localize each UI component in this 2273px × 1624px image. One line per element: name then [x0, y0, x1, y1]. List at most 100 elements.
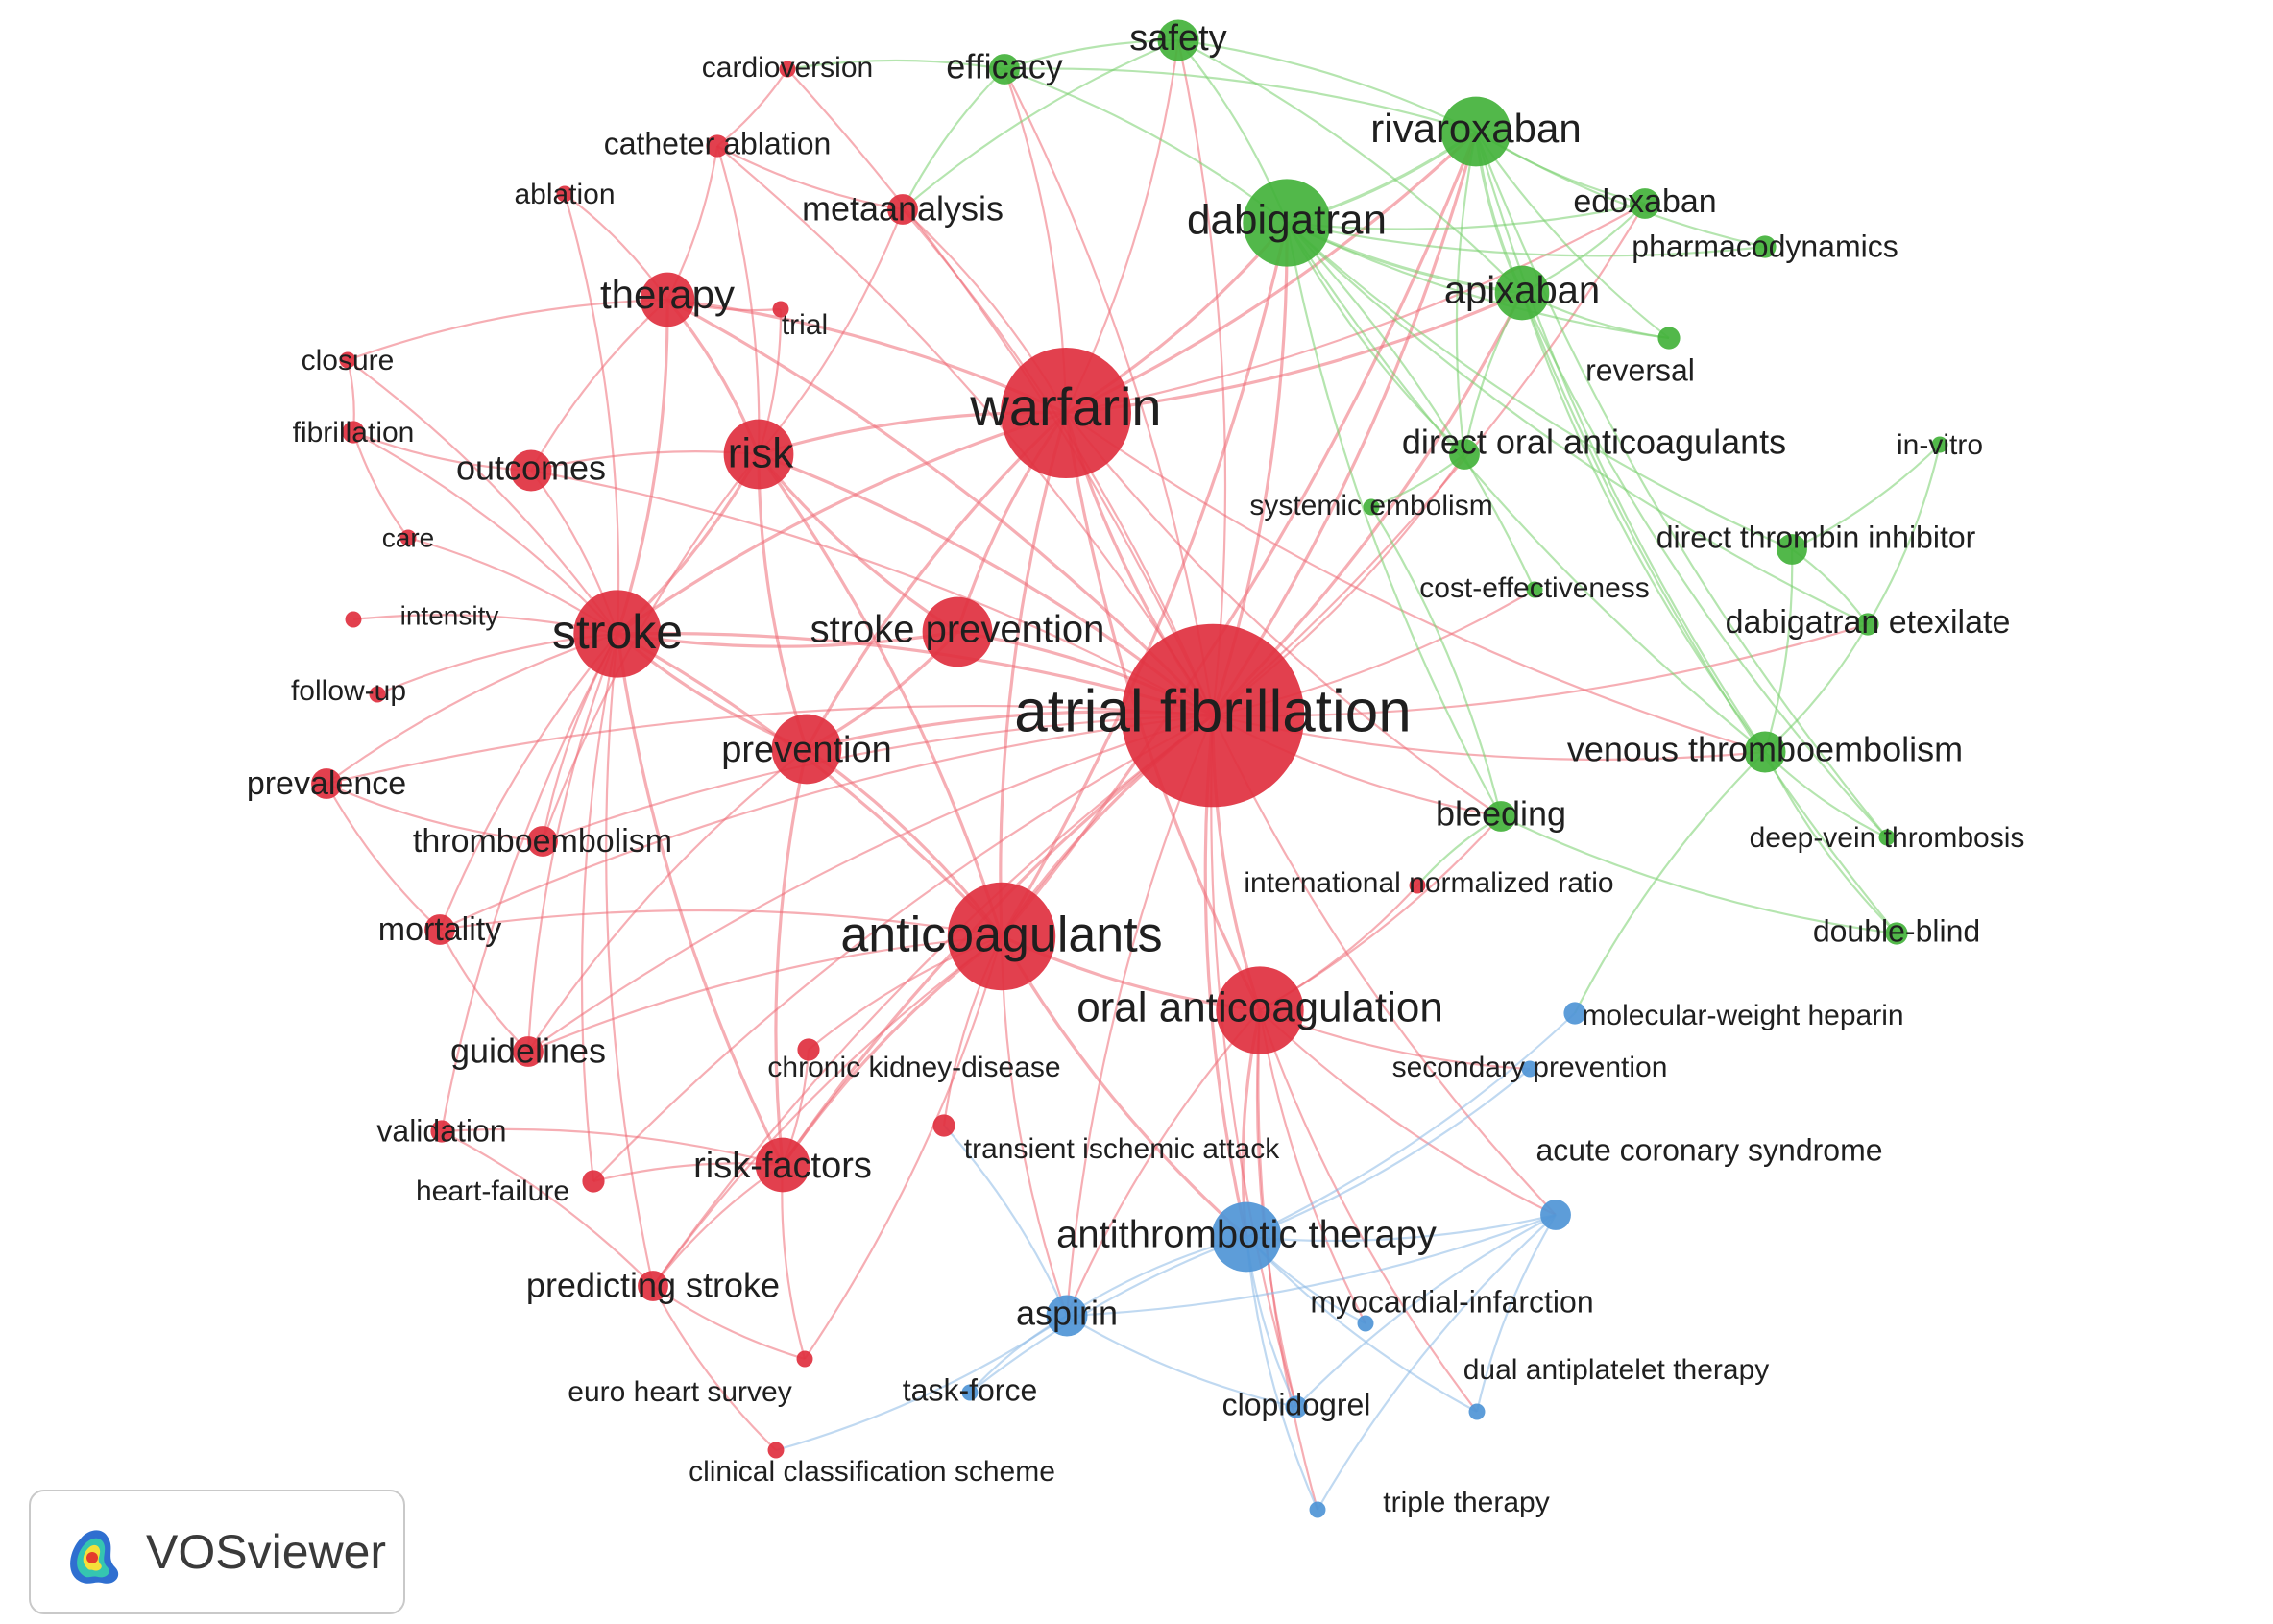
network-link — [1286, 222, 1670, 340]
node-label-validation: validation — [376, 1113, 506, 1148]
network-link — [351, 431, 409, 539]
node-label-edoxaban: edoxaban — [1573, 183, 1716, 220]
network-link — [1370, 506, 1503, 817]
network-link — [1066, 1315, 1297, 1409]
node-cost-effectiveness[interactable] — [1526, 581, 1543, 598]
node-euro-heart-survey[interactable] — [796, 1350, 813, 1368]
node-direct-oral-anticoagulants[interactable] — [1449, 439, 1480, 470]
node-stroke[interactable] — [573, 590, 662, 678]
node-metaanalysis[interactable] — [887, 194, 918, 225]
node-direct-thrombin-inhibitor[interactable] — [1777, 534, 1807, 565]
node-chronic-kidney-disease[interactable] — [797, 1038, 820, 1061]
node-dual-antiplatelet-therapy[interactable] — [1468, 1403, 1486, 1420]
node-fibrillation[interactable] — [342, 421, 365, 444]
node-bleeding[interactable] — [1486, 801, 1516, 832]
node-trial[interactable] — [772, 301, 789, 318]
network-link — [1000, 131, 1478, 938]
node-anticoagulants[interactable] — [947, 882, 1056, 991]
node-label-cost-effectiveness: cost-effectiveness — [1419, 572, 1650, 604]
node-clopidogrel[interactable] — [1285, 1395, 1308, 1418]
network-link — [1295, 1214, 1557, 1408]
node-task-force[interactable] — [961, 1384, 979, 1401]
network-link — [1474, 131, 1888, 838]
network-link — [1245, 1012, 1576, 1238]
node-molecular-weight-heparin[interactable] — [1563, 1002, 1586, 1025]
node-therapy[interactable] — [640, 272, 695, 327]
node-label-rivaroxaban: rivaroxaban — [1370, 106, 1581, 151]
node-stroke-prevention[interactable] — [922, 596, 993, 667]
node-risk[interactable] — [723, 419, 794, 490]
node-closure[interactable] — [339, 351, 356, 369]
node-warfarin[interactable] — [1001, 348, 1131, 478]
node-systemic-embolism[interactable] — [1363, 498, 1380, 516]
network-link — [352, 430, 532, 473]
node-label-dabigatran: dabigatran — [1187, 197, 1387, 244]
network-link — [580, 633, 619, 1182]
node-intensity[interactable] — [345, 611, 362, 628]
node-antithrombotic-therapy[interactable] — [1211, 1201, 1282, 1273]
node-oral-anticoagulation[interactable] — [1216, 966, 1304, 1054]
node-predicting-stroke[interactable] — [638, 1271, 668, 1301]
node-label-bleeding: bleeding — [1436, 794, 1566, 834]
node-label-deep-vein-thrombosis: deep-vein thrombosis — [1750, 822, 2025, 854]
node-triple-therapy[interactable] — [1309, 1501, 1326, 1518]
node-prevalence[interactable] — [311, 768, 342, 799]
node-dabigatran[interactable] — [1243, 179, 1331, 267]
node-label-safety: safety — [1129, 18, 1226, 59]
node-double-blind[interactable] — [1885, 922, 1908, 945]
network-link — [775, 1315, 1068, 1452]
node-rivaroxaban[interactable] — [1440, 96, 1511, 167]
network-link — [666, 298, 1215, 717]
node-outcomes[interactable] — [510, 449, 552, 492]
node-thromboembolism[interactable] — [527, 826, 558, 857]
node-reversal[interactable] — [1657, 327, 1681, 350]
node-acute-coronary-syndrome[interactable] — [1540, 1200, 1571, 1230]
node-in-vitro[interactable] — [1931, 436, 1948, 453]
node-secondary-prevention[interactable] — [1521, 1060, 1538, 1078]
node-mortality[interactable] — [424, 914, 455, 945]
node-label-therapy: therapy — [600, 272, 735, 317]
node-aspirin[interactable] — [1046, 1295, 1088, 1337]
node-guidelines[interactable] — [513, 1036, 544, 1067]
node-atrial-fibrillation[interactable] — [1121, 623, 1305, 808]
network-link — [999, 412, 1068, 937]
node-heart-failure[interactable] — [582, 1170, 605, 1193]
node-international-normalized-ratio[interactable] — [1409, 877, 1426, 894]
node-validation[interactable] — [430, 1120, 453, 1143]
node-pharmacodynamics[interactable] — [1753, 235, 1777, 258]
network-link — [1317, 1214, 1557, 1511]
node-ablation[interactable] — [556, 185, 573, 203]
node-label-myocardial-infarction: myocardial-infarction — [1310, 1284, 1593, 1319]
node-label-ablation: ablation — [514, 179, 615, 210]
node-dabigatran-etexilate[interactable] — [1856, 613, 1879, 636]
node-label-catheter-ablation: catheter ablation — [604, 126, 832, 160]
network-link — [1474, 131, 1766, 753]
node-deep-vein-thrombosis[interactable] — [1878, 829, 1896, 846]
vosviewer-badge[interactable]: VOSviewer — [29, 1490, 405, 1614]
node-care[interactable] — [399, 529, 417, 546]
network-link — [1764, 751, 1898, 934]
network-link — [774, 748, 809, 1166]
network-link — [530, 469, 1214, 716]
node-clinical-classification-scheme[interactable] — [767, 1442, 785, 1459]
network-link — [1286, 222, 1869, 625]
node-follow-up[interactable] — [369, 686, 386, 703]
network-link — [902, 68, 1005, 210]
node-label-direct-thrombin-inhibitor: direct thrombin inhibitor — [1656, 520, 1976, 554]
node-efficacy[interactable] — [989, 54, 1020, 85]
node-label-international-normalized-ratio: international normalized ratio — [1244, 867, 1613, 899]
node-safety[interactable] — [1157, 19, 1199, 61]
node-catheter-ablation[interactable] — [706, 134, 729, 158]
node-label-triple-therapy: triple therapy — [1383, 1487, 1549, 1518]
node-cardioversion[interactable] — [779, 61, 796, 78]
node-label-aspirin: aspirin — [1016, 1294, 1118, 1333]
node-venous-thromboembolism[interactable] — [1744, 731, 1786, 773]
node-risk-factors[interactable] — [755, 1137, 810, 1193]
node-transient-ischemic-attack[interactable] — [932, 1114, 955, 1137]
node-edoxaban[interactable] — [1630, 188, 1660, 219]
node-prevention[interactable] — [771, 714, 842, 785]
node-apixaban[interactable] — [1494, 265, 1550, 321]
node-myocardial-infarction[interactable] — [1357, 1315, 1374, 1332]
network-link — [1286, 221, 1766, 257]
network-link — [439, 909, 1003, 938]
